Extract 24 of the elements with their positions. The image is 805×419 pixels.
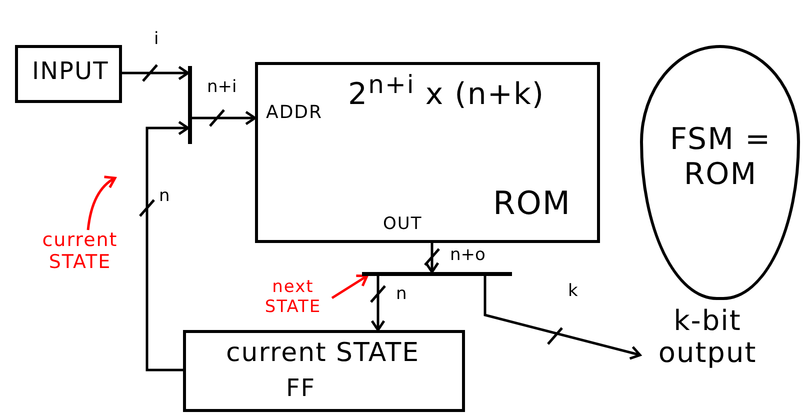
bus-arrow xyxy=(120,64,190,82)
block-label: OUT xyxy=(383,215,422,235)
bus-junction-bar xyxy=(188,66,192,144)
bus-junction-bar xyxy=(362,272,512,276)
output-label: k-bit output xyxy=(657,305,758,370)
block-box xyxy=(183,330,465,412)
bus-arrow xyxy=(370,274,386,332)
bus-arrow xyxy=(424,242,440,274)
block-label: FSM = ROM xyxy=(668,123,772,192)
block-label: FF xyxy=(286,375,316,403)
block-box xyxy=(15,45,122,103)
block-label: ADDR xyxy=(266,103,323,124)
block-label: 2$^{n+i}$ x (n+k) xyxy=(348,71,545,112)
annotation-text: current STATE xyxy=(41,230,119,274)
bus-arrow xyxy=(331,274,368,300)
bus-arrow xyxy=(138,120,190,372)
bus-arrow xyxy=(484,274,642,360)
block-label: ROM xyxy=(493,185,572,222)
pointer-arrow xyxy=(86,176,116,230)
annotation-text: next STATE xyxy=(264,278,322,318)
block-label: INPUT xyxy=(32,58,109,86)
block-box xyxy=(255,62,600,243)
bus-arrow xyxy=(190,108,256,128)
block-label: current STATE xyxy=(226,339,420,369)
